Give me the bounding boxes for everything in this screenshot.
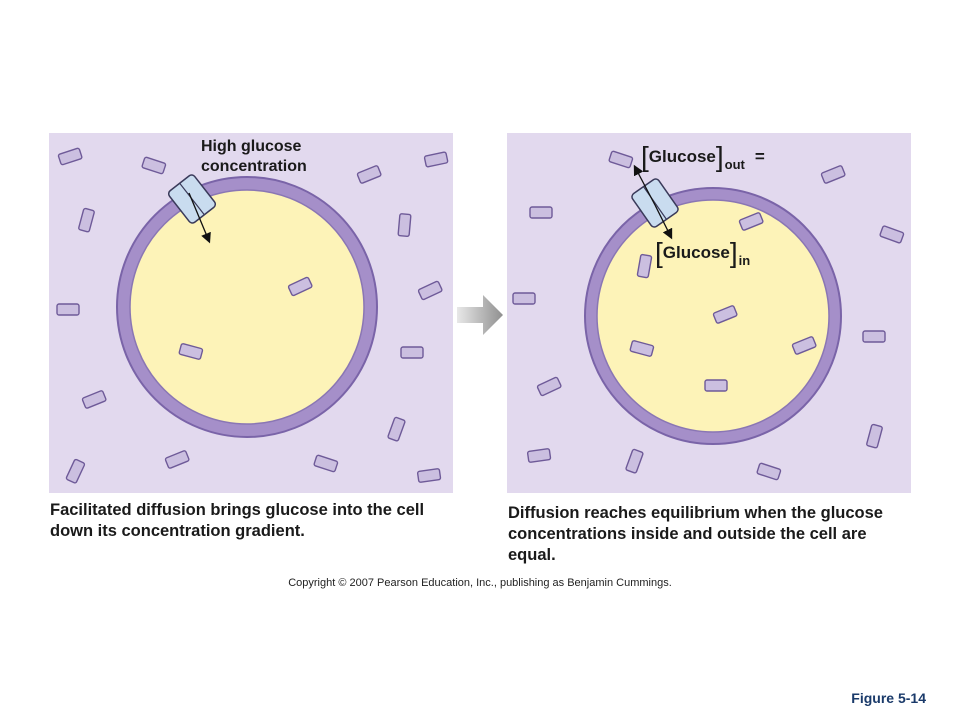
high-glucose-label-line2: concentration bbox=[201, 158, 307, 175]
glucose-molecule bbox=[178, 343, 204, 360]
glucose-molecule bbox=[820, 165, 846, 184]
transition-arrow bbox=[457, 295, 503, 335]
glucose-molecule bbox=[387, 416, 406, 442]
copyright-notice: Copyright © 2007 Pearson Education, Inc.… bbox=[288, 577, 672, 589]
glucose-molecule bbox=[512, 292, 536, 305]
right-panel: [ Glucose ] out = [ Glucose ] in bbox=[507, 133, 911, 493]
left-panel: High glucose concentration bbox=[49, 133, 453, 493]
glucose-molecule bbox=[526, 448, 552, 463]
bracket-close: ] bbox=[715, 141, 724, 172]
glucose-molecule bbox=[536, 376, 562, 397]
equals-sign: = bbox=[754, 147, 765, 166]
glucose-molecule bbox=[756, 462, 782, 481]
bracket-open: [ bbox=[655, 237, 663, 268]
glucose-out-word: Glucose bbox=[648, 147, 716, 166]
cytoplasm bbox=[596, 199, 830, 433]
glucose-transporter bbox=[631, 178, 679, 228]
glucose-molecule bbox=[287, 276, 313, 297]
left-caption: Facilitated diffusion brings glucose int… bbox=[50, 500, 450, 542]
glucose-molecule bbox=[791, 336, 817, 355]
glucose-in-subscript: in bbox=[738, 252, 751, 268]
diffusion-arrow bbox=[188, 192, 211, 244]
glucose-molecule bbox=[356, 165, 382, 184]
left-caption-text: brings glucose into the cell down its co… bbox=[50, 501, 425, 540]
glucose-in-label: [ Glucose ] in bbox=[655, 237, 751, 268]
figure-label: Figure 5-14 bbox=[851, 690, 926, 706]
glucose-out-subscript: out bbox=[724, 156, 745, 172]
glucose-molecule bbox=[636, 253, 653, 279]
glucose-molecule bbox=[65, 458, 86, 484]
glucose-molecule bbox=[625, 448, 644, 474]
glucose-molecule bbox=[81, 390, 107, 409]
high-glucose-label: High glucose concentration bbox=[201, 137, 307, 177]
glucose-molecule bbox=[629, 340, 655, 357]
glucose-molecule bbox=[56, 303, 80, 316]
bracket-close: ] bbox=[729, 237, 738, 268]
glucose-molecule bbox=[866, 423, 883, 449]
glucose-out-label: [ Glucose ] out = bbox=[641, 141, 765, 172]
glucose-molecule bbox=[397, 213, 412, 238]
right-cell-diagram bbox=[512, 150, 905, 481]
bracket-open: [ bbox=[641, 141, 649, 172]
glucose-molecule bbox=[862, 330, 886, 343]
glucose-molecule bbox=[529, 206, 553, 219]
glucose-molecule bbox=[141, 156, 167, 175]
glucose-molecule bbox=[417, 280, 443, 301]
glucose-molecule bbox=[879, 225, 905, 244]
glucose-molecule bbox=[57, 147, 83, 166]
right-caption: Diffusion reaches equilibrium when the g… bbox=[508, 504, 883, 564]
glucose-molecule bbox=[423, 151, 449, 168]
inward-arrow bbox=[654, 204, 673, 240]
outward-arrow bbox=[633, 164, 656, 206]
glucose-molecule bbox=[704, 379, 728, 392]
glucose-molecule bbox=[164, 450, 190, 469]
glucose-molecule bbox=[712, 305, 738, 324]
glucose-molecule bbox=[608, 150, 634, 169]
glucose-molecule bbox=[400, 346, 424, 359]
left-cell-diagram bbox=[56, 147, 449, 484]
glucose-molecule bbox=[738, 212, 764, 231]
glucose-in-word: Glucose bbox=[662, 243, 730, 262]
glucose-molecule bbox=[78, 207, 95, 233]
left-caption-term: Facilitated diffusion bbox=[50, 501, 206, 519]
glucose-molecule bbox=[313, 454, 339, 473]
glucose-molecule bbox=[416, 468, 442, 483]
high-glucose-label-line1: High glucose bbox=[201, 138, 302, 155]
cytoplasm bbox=[129, 189, 365, 425]
